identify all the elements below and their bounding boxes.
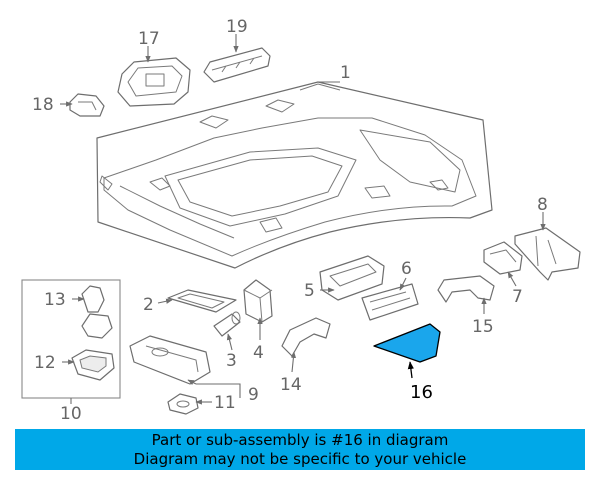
highlighted-part-16 (373, 323, 441, 363)
sun-visor-part-9 (129, 335, 211, 385)
bar-part-19 (203, 47, 271, 83)
grab-handle-part-14 (281, 317, 331, 357)
callout-9: 9 (248, 385, 259, 405)
callout-13: 13 (44, 290, 66, 310)
callout-7: 7 (512, 287, 523, 307)
callout-11: 11 (214, 393, 236, 413)
leader-lines (60, 34, 546, 405)
callout-15: 15 (472, 317, 494, 337)
box-part-4 (243, 279, 273, 323)
bracket-part-8 (514, 227, 581, 281)
callout-16: 16 (410, 382, 433, 403)
callout-10: 10 (60, 404, 82, 424)
clip-part-18 (69, 93, 105, 117)
group-box-10 (21, 279, 121, 399)
part-13 (81, 285, 113, 339)
callout-3: 3 (226, 351, 237, 371)
callout-2: 2 (143, 295, 154, 315)
callout-8: 8 (537, 195, 548, 215)
headliner-part-1 (96, 81, 493, 269)
callout-17: 17 (138, 29, 160, 49)
info-banner: Part or sub-assembly is #16 in diagram D… (15, 429, 585, 470)
callout-18: 18 (32, 95, 54, 115)
callout-labels: 1 17 19 18 8 7 2 3 4 5 6 15 14 13 12 10 … (32, 17, 548, 424)
clip-part-11 (167, 393, 199, 415)
banner-line-2: Diagram may not be specific to your vehi… (133, 450, 467, 468)
part-5 (319, 255, 385, 301)
grab-handle-part-15 (437, 275, 495, 303)
roller-part-3 (213, 311, 241, 337)
part-7 (483, 241, 523, 275)
banner-line-1: Part or sub-assembly is #16 in diagram (151, 431, 449, 449)
callout-4: 4 (253, 343, 264, 363)
callout-19: 19 (226, 17, 248, 37)
callout-5: 5 (304, 281, 315, 301)
callout-1: 1 (340, 63, 351, 83)
callout-12: 12 (34, 353, 56, 373)
pad-part-2 (167, 289, 237, 313)
part-6 (361, 283, 419, 321)
part-12 (71, 349, 115, 381)
dome-lamp-part-17 (117, 57, 191, 107)
callout-14: 14 (280, 375, 302, 395)
callout-6: 6 (401, 259, 412, 279)
